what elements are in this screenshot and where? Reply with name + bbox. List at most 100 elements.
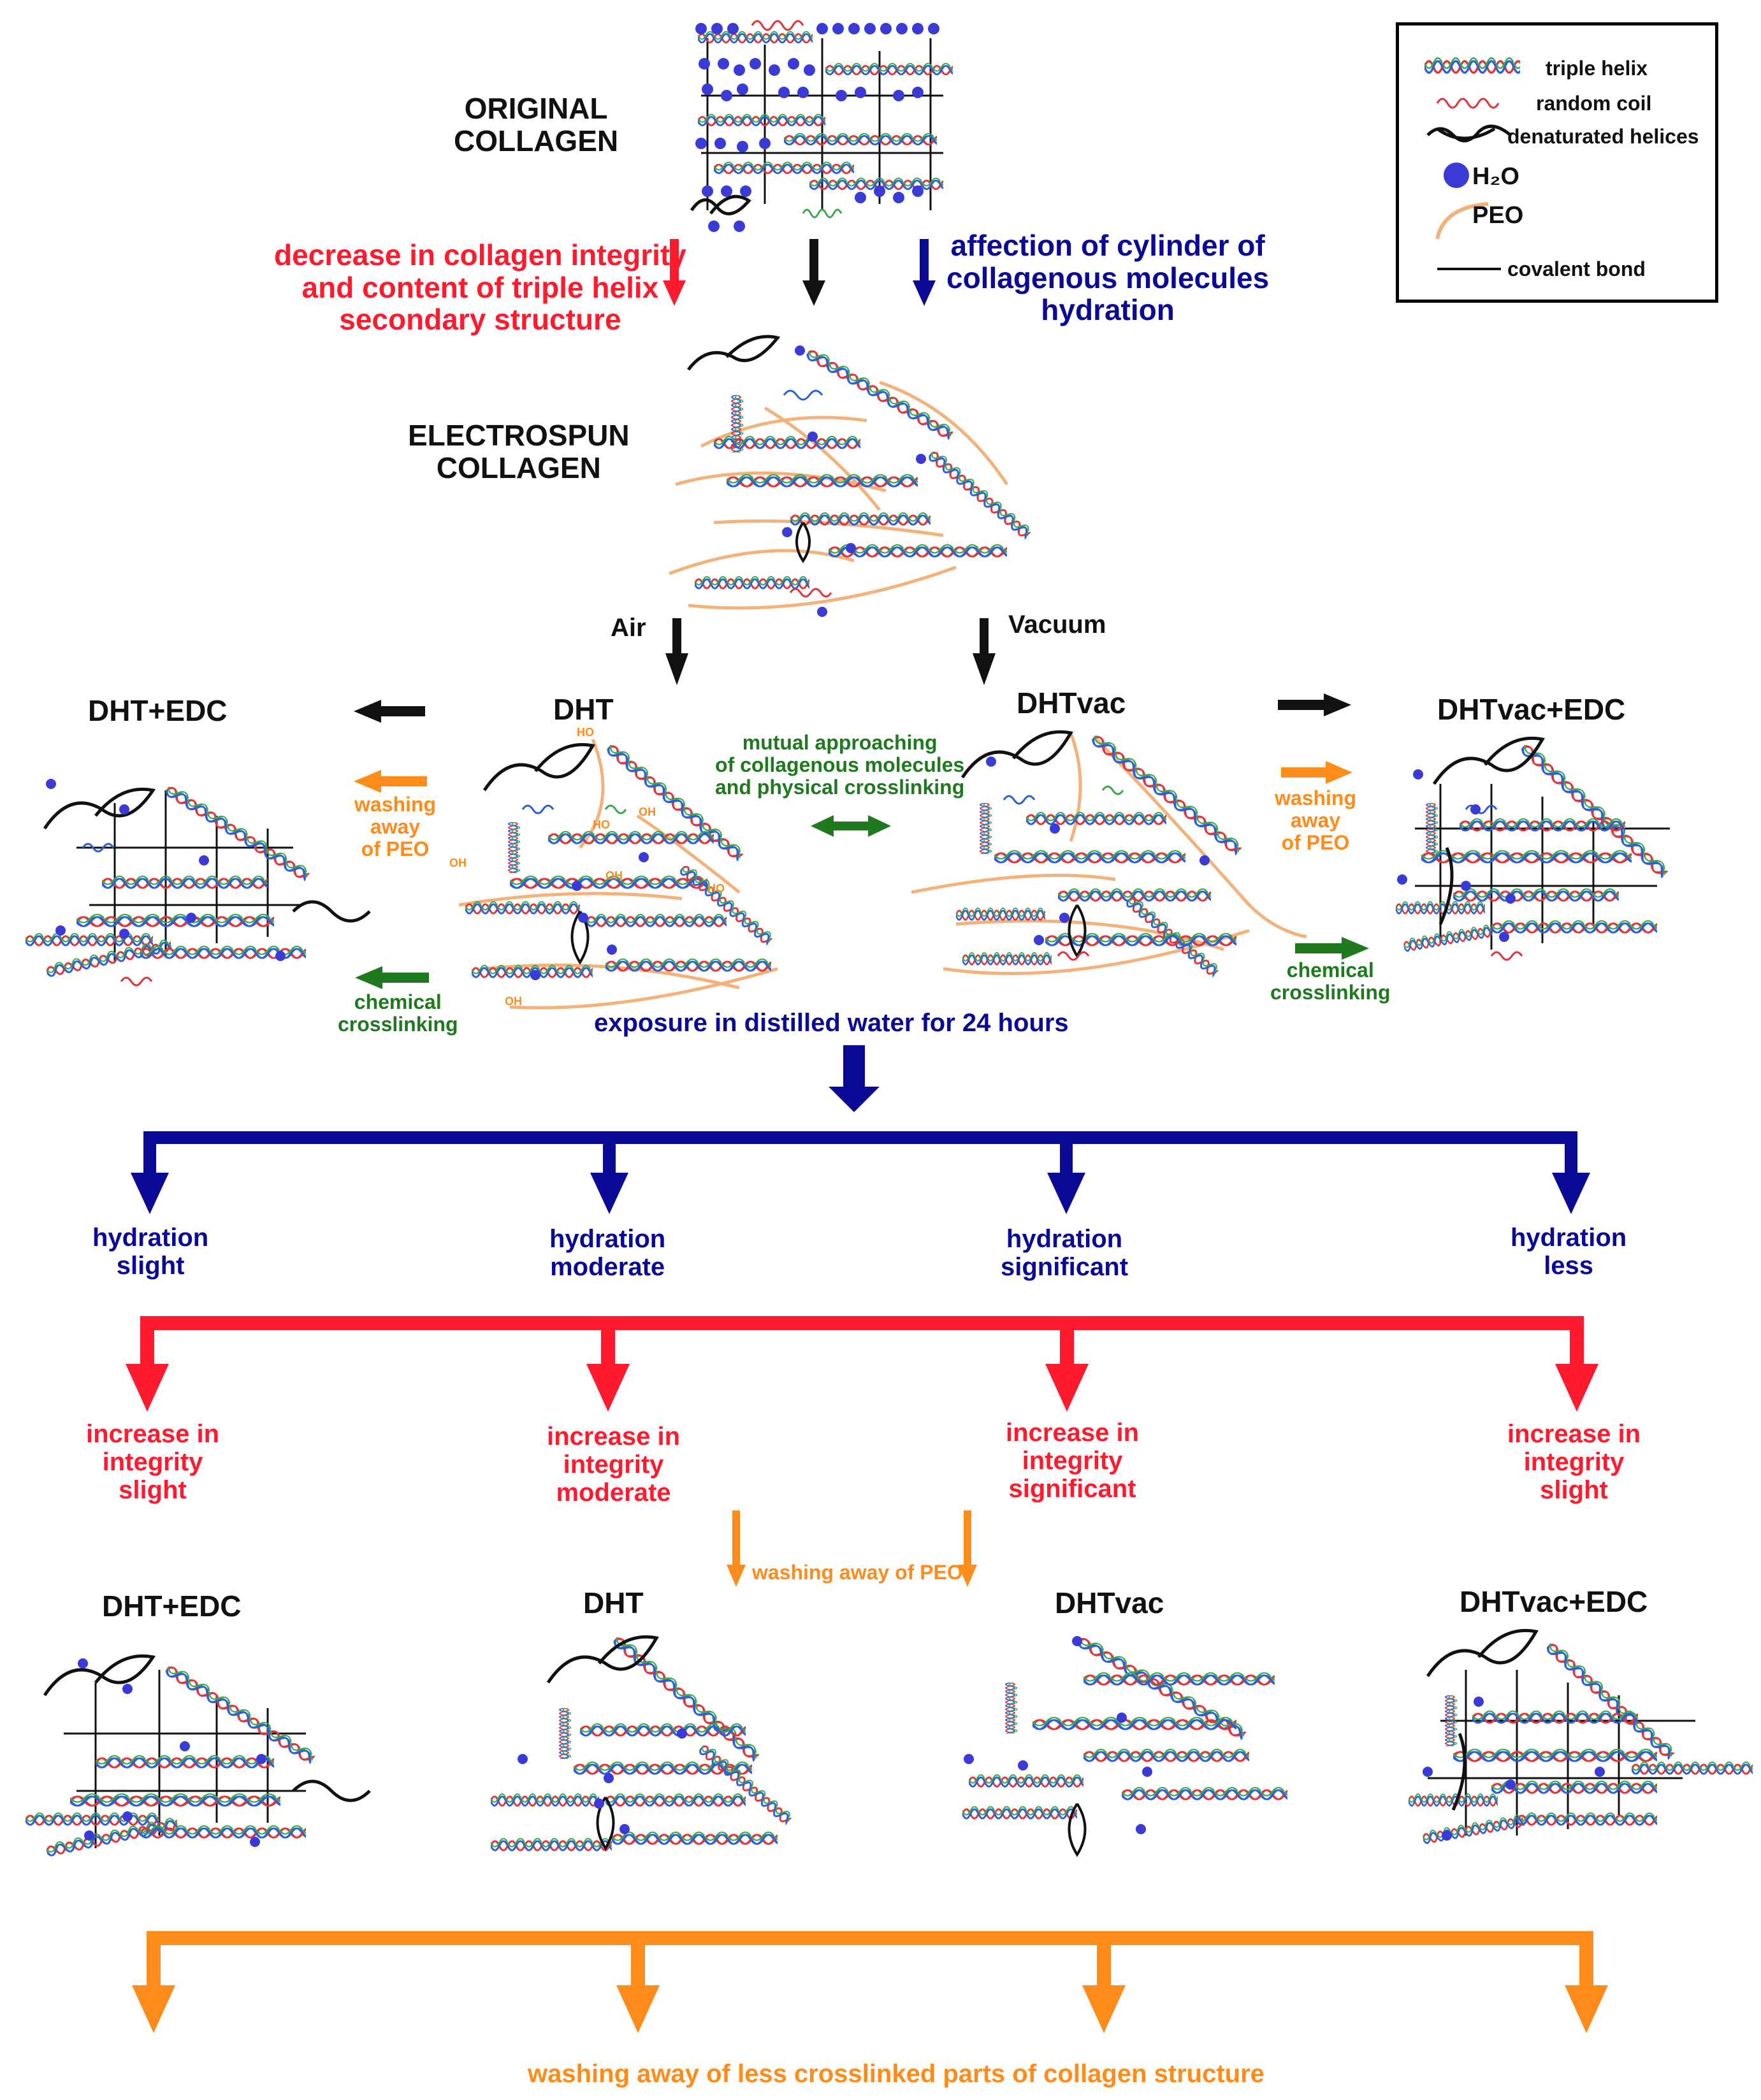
hydration-word: hydration <box>1511 1224 1627 1252</box>
washing-right-line-1: washing <box>1275 786 1357 809</box>
dhtvac-edc-title: DHTvac+EDC <box>1437 693 1626 726</box>
bottom-dhtvac-edc-illustration <box>1409 1628 1753 1850</box>
integrity-line-1: increase in <box>1507 1420 1641 1448</box>
dht-illustration <box>458 739 778 1010</box>
hydration-slight-label: hydration slight <box>92 1224 208 1280</box>
hydroxyl-label: HO <box>577 726 594 739</box>
legend-water-label: H₂O <box>1472 163 1519 190</box>
random-coil-icon <box>1436 98 1500 109</box>
hydration-significant-label: hydration significant <box>1001 1225 1128 1281</box>
integrity-line-2: integrity <box>1523 1448 1625 1476</box>
washing-peo-bottom-note: washing away of PEO <box>752 1561 963 1584</box>
dht-edc-title: DHT+EDC <box>88 694 228 727</box>
integrity-decrease-note: decrease in collagen integrity and conte… <box>274 239 686 336</box>
legend-triple-helix: triple helix <box>1399 54 1715 86</box>
integrity-note-line-3: secondary structure <box>339 303 621 337</box>
water-dot-icon <box>1444 163 1469 188</box>
integrity-moderate-label: increase in integrity moderate <box>547 1423 680 1507</box>
legend-peo: PEO <box>1399 201 1715 245</box>
original-collagen-line-2: COLLAGEN <box>454 124 619 157</box>
middle-arrows <box>354 693 1369 989</box>
bottom-dht-title: DHT <box>583 1586 644 1619</box>
hydration-word: hydration <box>92 1224 209 1252</box>
hydration-level: slight <box>116 1252 185 1280</box>
triple-helix-icon <box>1424 57 1520 77</box>
final-branch-arrows <box>132 1931 1608 2033</box>
hydration-branch-arrows <box>131 1045 1590 1214</box>
dhtvac-edc-illustration <box>1396 736 1672 961</box>
integrity-line-3: slight <box>119 1476 187 1504</box>
electrospun-line-1: ELECTROSPUN <box>408 419 630 452</box>
chemical-left-line-1: chemical <box>354 990 442 1013</box>
hydroxyl-label: HO <box>593 818 610 831</box>
hydration-note-line-1: affection of cylinder of <box>950 229 1265 262</box>
legend-peo-label: PEO <box>1472 202 1524 229</box>
top-arrows <box>663 239 996 685</box>
dht-edc-illustration <box>25 779 371 987</box>
integrity-line-3: moderate <box>556 1479 671 1507</box>
hydration-affection-note: affection of cylinder of collagenous mol… <box>946 229 1269 326</box>
mutual-line-2: of collagenous molecules <box>715 753 965 777</box>
hydration-note-line-3: hydration <box>1041 293 1175 327</box>
exposure-note: exposure in distilled water for 24 hours <box>594 1009 1069 1037</box>
hydroxyl-label: HO <box>707 882 725 895</box>
hydroxyl-label: OH <box>605 869 623 882</box>
integrity-line-2: integrity <box>1022 1447 1123 1475</box>
dhtvac-title: DHTvac <box>1017 686 1126 720</box>
hydration-moderate-label: hydration moderate <box>549 1225 665 1281</box>
original-collagen-illustration <box>690 20 953 232</box>
mutual-line-1: mutual approaching <box>742 731 938 754</box>
electrospun-line-2: COLLAGEN <box>436 451 601 484</box>
electrospun-collagen-title: ELECTROSPUN COLLAGEN <box>408 419 630 484</box>
integrity-significant-label: increase in integrity significant <box>1006 1419 1139 1503</box>
washing-peo-arrows <box>727 1510 977 1587</box>
legend-covalent-bond-label: covalent bond <box>1507 257 1646 280</box>
chemical-right-line-1: chemical <box>1286 959 1374 981</box>
hydroxyl-label: OH <box>449 857 467 869</box>
hydration-level: less <box>1544 1252 1594 1280</box>
washing-peo-left-note: washing away of PEO <box>354 793 436 861</box>
integrity-branch-arrows <box>126 1316 1598 1412</box>
hydration-word: hydration <box>549 1225 666 1253</box>
air-label: Air <box>611 614 646 642</box>
final-washing-note: washing away of less crosslinked parts o… <box>528 2060 1265 2088</box>
washing-right-line-2: away <box>1290 809 1341 832</box>
hydroxyl-label: OH <box>505 995 522 1008</box>
integrity-line-3: slight <box>1540 1476 1608 1504</box>
legend-covalent-bond: covalent bond <box>1399 255 1715 287</box>
original-collagen-line-1: ORIGINAL <box>464 92 608 125</box>
bottom-dhtvac-illustration <box>962 1632 1287 1857</box>
mutual-approaching-note: mutual approaching of collagenous molecu… <box>715 731 965 799</box>
integrity-line-1: increase in <box>86 1420 220 1448</box>
bottom-dht-edc-title: DHT+EDC <box>102 1589 242 1623</box>
integrity-slight-label-right: increase in integrity slight <box>1507 1420 1641 1504</box>
legend-random-coil-label: random coil <box>1536 92 1652 115</box>
integrity-line-1: increase in <box>547 1423 681 1451</box>
washing-left-line-3: of PEO <box>361 837 430 861</box>
hydration-word: hydration <box>1006 1225 1123 1253</box>
vacuum-label: Vacuum <box>1008 611 1106 639</box>
integrity-line-2: integrity <box>563 1451 664 1479</box>
chemical-right-line-2: crosslinking <box>1270 981 1391 1004</box>
integrity-line-2: integrity <box>102 1448 203 1476</box>
mutual-line-3: and physical crosslinking <box>715 776 965 799</box>
integrity-slight-label-left: increase in integrity slight <box>86 1420 219 1504</box>
denaturated-helix-icon <box>1426 124 1512 143</box>
legend-denaturated-helices-label: denaturated helices <box>1507 125 1699 148</box>
washing-peo-right-note: washing away of PEO <box>1275 786 1357 855</box>
hydroxyl-label: OH <box>639 806 656 818</box>
washing-right-line-3: of PEO <box>1281 831 1350 855</box>
legend-triple-helix-label: triple helix <box>1546 57 1648 80</box>
integrity-note-line-1: decrease in collagen integrity <box>274 238 686 272</box>
hydration-less-label: hydration less <box>1511 1224 1627 1280</box>
covalent-bond-icon <box>1437 268 1501 270</box>
dht-title: DHT <box>553 693 614 726</box>
bottom-dhtvac-title: DHTvac <box>1055 1586 1164 1619</box>
legend-water: H₂O <box>1399 159 1715 191</box>
legend-denaturated-helices: denaturated helices <box>1399 122 1715 154</box>
bottom-dhtvac-edc-title: DHTvac+EDC <box>1460 1585 1648 1618</box>
hydration-note-line-2: collagenous molecules <box>946 261 1270 294</box>
electrospun-collagen-illustration <box>669 335 1035 617</box>
integrity-line-3: significant <box>1008 1475 1136 1503</box>
integrity-line-1: increase in <box>1006 1419 1140 1447</box>
